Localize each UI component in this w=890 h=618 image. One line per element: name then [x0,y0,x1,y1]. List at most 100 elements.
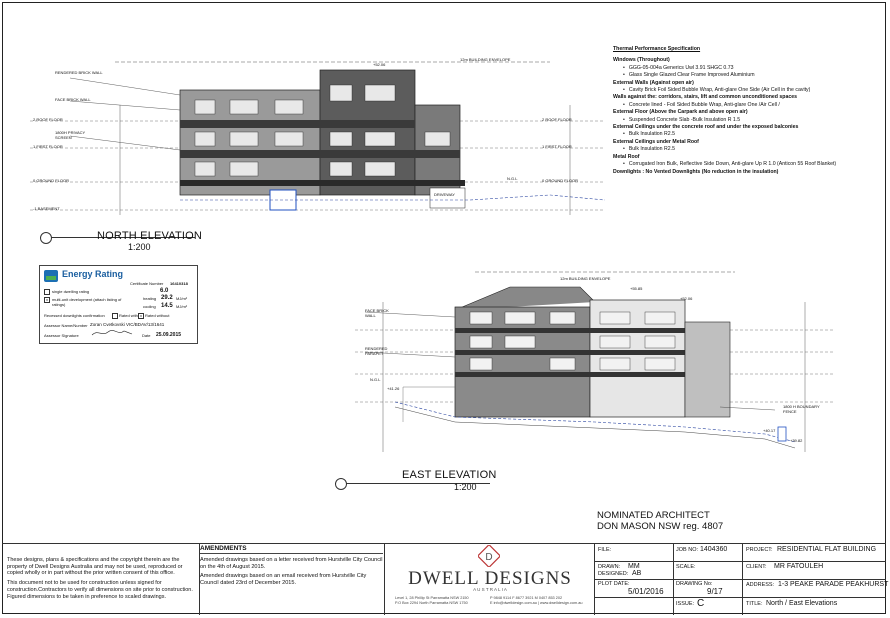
titleblock-row-line [594,597,886,598]
project-value: RESIDENTIAL FLAT BUILDING [777,546,877,553]
east-label-ngl: N.G.L [370,377,381,382]
east-elevation-title: EAST ELEVATION [402,469,497,481]
brand-contact-1: P 9848 9114 F 8677 3921 M 0407 853 202 [490,596,563,600]
titleblock-top-border [2,543,886,544]
energy-title: Energy Rating [62,269,124,279]
spec-heading: Metal Roof [613,153,640,160]
spec-item: GGG-05-004a Generics Uwl 3.91 SHGC 0.73 [613,65,883,72]
energy-cert-label: Certificate Number [130,281,164,286]
project-label: PROJECT: [746,547,773,553]
spec-item: Cavity Brick Foil Sided Bubble Wrap, Ant… [613,87,883,94]
copyright-text: These designs, plans & specifications an… [7,557,183,577]
north-level-first: 1 FIRST FLOOR [33,144,63,149]
spec-title: Thermal Performance Specification [613,46,701,52]
north-title-marker-icon [40,232,52,244]
job-value: 1404360 [700,546,728,553]
brand-address-1: Level 1, 28 Phillip St Parramatta NSW 21… [395,596,469,600]
spec-item: Concrete lined - Foil Sided Bubble Wrap,… [613,102,883,109]
amendment-item: Amended drawings based on an email recei… [200,573,367,586]
designed-value: AB [632,570,642,577]
titleblock-divider [384,543,385,615]
brand-address-2: P.O Box 2294 North Parramatta NSW 1750 [395,601,468,605]
titleblock-row-line [594,561,886,562]
heating-label: heating [143,296,157,301]
scale-label: SCALE: [676,564,696,570]
drawn-value: MM [628,563,640,570]
address-value: 1-3 PEAKE PARADE PEAKHURST [778,581,889,588]
energy-cert-number: 16410318 [170,281,188,286]
heating-value: 29.2 [161,295,173,301]
east-elevation-drawing [355,271,835,452]
assessor-name-label: Assessor Name/Number [44,323,88,328]
date-label: Date [142,333,151,338]
brand-contact-2: E info@dwelldesign.com.au | www.dwelldes… [490,601,583,605]
north-level-ground: 0 GROUND FLOOR [33,178,70,183]
north-level-roof: 2 ROOF FLOOR [33,117,63,122]
east-spot-level-1: +41.26 [387,386,400,391]
star-rating-value: 6.0 [160,288,169,294]
rated-without-label: Rated without [145,313,170,318]
spec-item: Suspended Concrete Slab -Bulk Insulation… [613,117,883,124]
plot-date-label: PLOT DATE: [598,581,630,587]
east-label-boundary-fence: 1800 H BOUNDARY FENCE [783,404,820,414]
copyright-notice: These designs, plans & specifications an… [7,557,199,600]
titleblock-divider [199,543,200,615]
north-label-privacy-screen: 1800H PRIVACY SCREEN [55,130,86,140]
spec-item: Corrugated Iron Bulk, Reflective Side Do… [613,161,883,168]
drawing-no-label: DRAWING No: [676,581,713,587]
single-dwelling-checkbox [44,289,50,295]
north-level-roof-right: 2 ROOF FLOOR [542,117,572,122]
spec-heading: External Walls (Against open air) [613,79,694,86]
rated-without-checkbox: x [138,313,144,319]
north-title-underline [40,237,195,238]
east-spot-level-3: +39.82 [790,438,803,443]
designed-label: DESIGNED: [598,571,629,577]
drawn-label: DRAWN: [598,564,621,570]
architect-line-2: DON MASON NSW reg. 4807 [597,521,724,532]
address-label: ADDRESS: [746,582,775,588]
east-top-level: +52.06 [680,296,693,301]
drawing-no-value: 9/17 [707,587,723,596]
spec-heading: External Floor (Above the Carpark and ab… [613,109,748,116]
issue-value: C [697,598,705,609]
spec-heading: Windows (Throughout) [613,57,670,64]
north-level-ground-right: 0 GROUND FLOOR [542,178,579,183]
job-label: JOB NO: [676,547,699,553]
east-title-underline [335,483,490,484]
amendments: AMENDMENTS Amended drawings based on a l… [200,545,383,586]
north-label-ngl: N.G.L [507,176,518,181]
spec-item: Glass Single Glazed Clear Frame Improved… [613,72,883,79]
north-label-driveway: DRIVEWAY [434,192,455,197]
energy-rating-certificate: Energy Rating Certificate Number 1641031… [39,265,198,344]
cooling-unit: MJ/m² [176,304,188,309]
spec-heading: External Ceilings under the concrete roo… [613,124,799,131]
client-label: CLIENT: [746,564,767,570]
file-label: FILE: [598,547,612,553]
titleblock-row-line [594,579,886,580]
east-roof-level: +55.85 [630,286,643,291]
heating-unit: MJ/m² [176,296,188,301]
east-label-rendered-parapet: RENDERED PARAPET [365,346,388,356]
spec-heading: Walls against the: corridors, stairs, li… [613,94,797,101]
east-title-marker-icon [335,478,347,490]
assessor-name: Zoran Cvetkovski VIC/BDAV/13/1641 [90,322,165,327]
assessor-signature [91,330,133,336]
plot-date-value: 5/01/2016 [628,587,664,596]
amendment-item: Amended drawings based on a letter recei… [200,557,383,570]
multi-unit-label: multi-unit development (attach listing o… [52,297,122,307]
issue-label: ISSUE: [676,601,695,607]
assessor-signature-label: Assessor Signature [44,333,79,338]
north-envelope-label: 12m BUILDING ENVELOPE [460,57,511,62]
date-value: 25.09.2015 [156,332,182,338]
east-spot-level-2: +40.17 [763,428,776,433]
spec-heading: External Ceilings under Metal Roof [613,138,699,145]
construction-notice: This document not to be used for constru… [7,580,193,600]
north-label-rendered-brick: RENDERED BRICK WALL [55,70,103,75]
north-level-first-right: 1 FIRST FLOOR [542,144,572,149]
single-dwelling-label: single dwelling rating [52,289,90,294]
dwell-logo-icon: D [478,545,500,567]
north-top-level: +52.06 [373,62,386,67]
east-envelope-label: 12m BUILDING ENVELOPE [560,276,611,281]
north-level-basement: -1 BASEMENT [33,206,60,211]
